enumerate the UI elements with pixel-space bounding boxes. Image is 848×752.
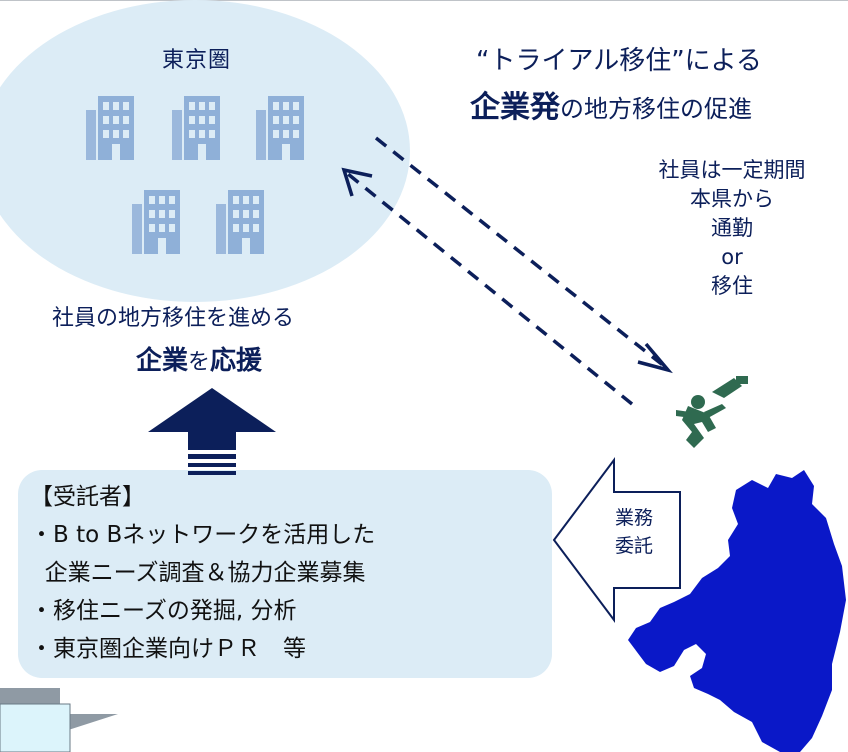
employee-note-line: 通勤	[711, 216, 753, 240]
contractor-line: ・移住ニーズの発掘, 分析	[30, 598, 297, 624]
support-word-support: 応援	[210, 346, 263, 376]
up-arrow-stripe-2	[188, 463, 236, 467]
tokyo-area-title: 東京圏	[162, 48, 232, 73]
outsourcing-label-line-1: 業務	[614, 507, 653, 529]
contractor-line: ・B to Bネットワークを活用した	[30, 522, 376, 548]
contractor-text: 【受託者】 ・B to Bネットワークを活用した 企業ニーズ調査＆協力企業募集 …	[30, 478, 375, 668]
support-line-2: 企業を応援	[136, 340, 262, 377]
headline-line-1: “トライアル移住”による	[476, 46, 762, 76]
dashed-arrow-to-prefecture	[374, 136, 666, 368]
headline-rest: の地方移住の促進	[560, 95, 752, 123]
employee-note-line: or	[721, 245, 743, 269]
contractor-line: 【受託者】	[30, 484, 145, 510]
employee-note-line: 移住	[711, 274, 753, 298]
runner-icon	[676, 376, 748, 448]
headline-line-2: 企業発の地方移住の促進	[470, 82, 752, 126]
up-arrow-stripe-1	[188, 454, 236, 459]
dashed-arrow-to-tokyo-head	[341, 167, 373, 197]
employee-note-line: 本県から	[690, 187, 774, 211]
support-word-company: 企業	[136, 346, 189, 376]
outsourcing-arrow	[552, 457, 681, 623]
contractor-line: ・東京圏企業向けＰＲ 等	[30, 636, 306, 662]
dashed-arrow-to-prefecture-head	[637, 342, 673, 374]
headline-emphasis: 企業発	[470, 90, 560, 125]
employee-note-line: 社員は一定期間	[658, 158, 806, 182]
callout-body	[0, 703, 71, 752]
top-border-line	[0, 0, 848, 1]
support-word-particle: を	[188, 350, 211, 375]
prefecture-map-shape	[628, 470, 846, 752]
outsourcing-label: 業務 委託	[604, 504, 664, 560]
contractor-box	[18, 470, 552, 678]
dashed-arrow-to-tokyo	[346, 172, 634, 406]
up-arrow	[148, 388, 276, 450]
support-line-1: 社員の地方移住を進める	[52, 306, 295, 331]
contractor-line: 企業ニーズ調査＆協力企業募集	[30, 560, 366, 586]
outsourcing-label-line-2: 委託	[614, 535, 653, 557]
employee-note: 社員は一定期間 本県から 通勤 or 移住	[620, 156, 844, 301]
up-arrow-stripe-3	[188, 471, 236, 475]
